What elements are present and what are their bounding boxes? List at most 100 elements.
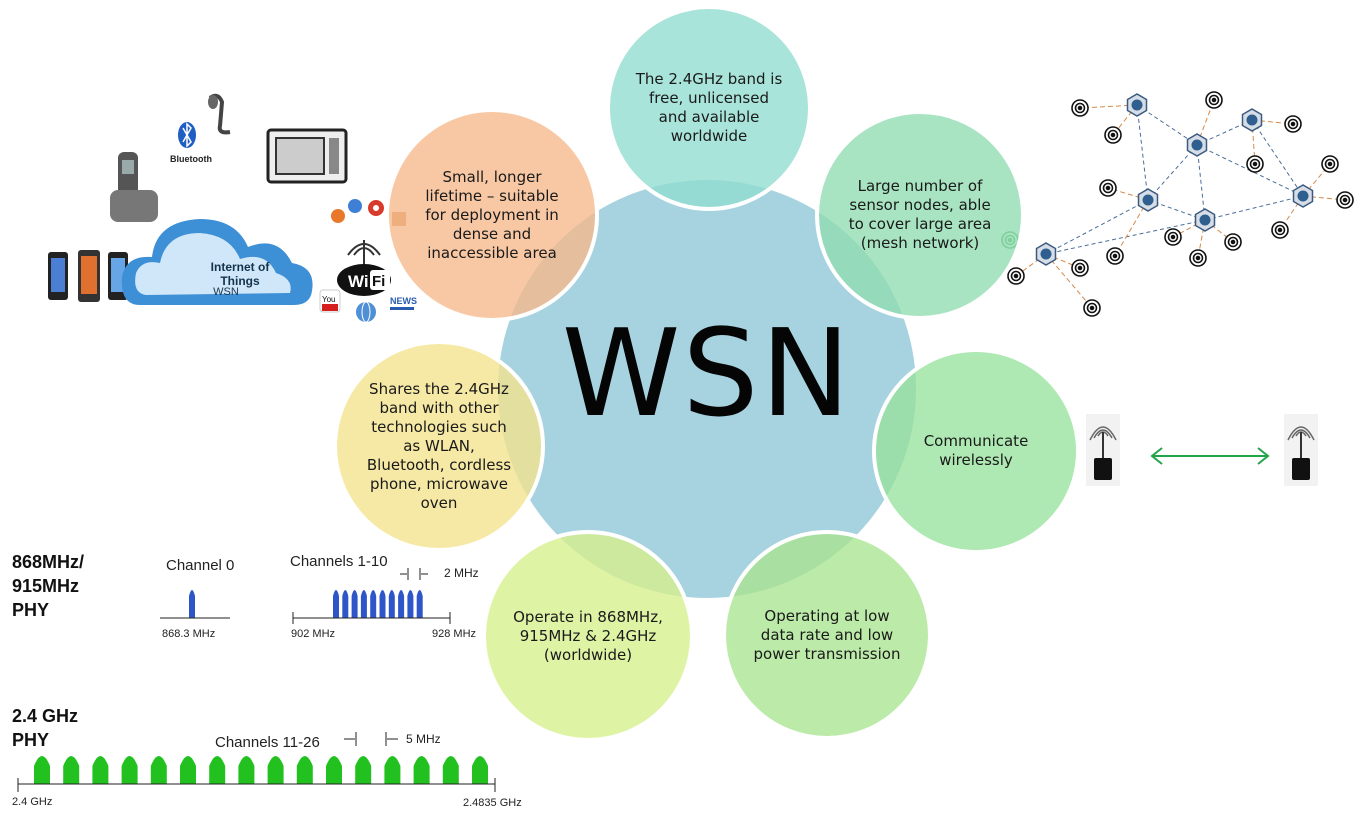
microwave-icon (266, 128, 348, 184)
wifi-label-b: Fi (372, 273, 385, 290)
channel-mark (342, 590, 349, 618)
phy-868-spectrum (160, 568, 451, 624)
bubble-small-lifetime: Small, longer lifetime – suitable for de… (385, 108, 599, 322)
mesh-sensor-node (1104, 126, 1122, 144)
phy-24-title-line2: PHY (12, 730, 50, 750)
sensor-node-left-icon (1086, 414, 1120, 486)
channel-mark (398, 590, 405, 618)
svg-text:You: You (322, 295, 336, 304)
bluetooth-icon (178, 122, 196, 148)
mesh-sensor-node (1106, 247, 1124, 265)
channel-mark (333, 590, 339, 618)
band-24-start-label: 2.4 GHz (12, 796, 53, 808)
phy-24-title-line1: 2.4 GHz (12, 706, 79, 726)
bubble-shared-band: Shares the 2.4GHz band with other techno… (333, 340, 545, 552)
channel-mark (472, 756, 488, 784)
band-928-label: 928 MHz (432, 628, 477, 640)
wifi-label-a: Wi (348, 272, 369, 291)
cordless-phone-icon (110, 152, 158, 222)
youtube-icon: You (319, 289, 341, 313)
iot-cloud-label: Internet of Things (210, 260, 270, 288)
channel-mark (379, 590, 386, 618)
bubble-operating-frequencies: Operate in 868MHz, 915MHz & 2.4GHz (worl… (482, 530, 694, 742)
mesh-hub-node (1292, 184, 1314, 208)
bubble-free-band: The 2.4GHz band is free, unlicensed and … (606, 5, 812, 211)
channel-mark (326, 756, 342, 784)
channel-mark (121, 756, 138, 784)
wireless-link-illustration (1080, 410, 1340, 490)
mesh-network-graphic (1001, 91, 1354, 317)
bubble-large-sensor-network: Large number of sensor nodes, able to co… (815, 110, 1025, 320)
channel-mark (384, 756, 401, 784)
channel-mark (413, 756, 430, 784)
sensor-node-right-icon (1284, 414, 1318, 486)
channel-mark (407, 590, 414, 618)
channel-mark (209, 756, 226, 784)
mesh-sensor-node (1246, 155, 1264, 173)
mesh-hub-nodes (1035, 93, 1314, 266)
channel-mark (238, 756, 255, 784)
mesh-hub-node (1241, 108, 1263, 132)
mesh-sensor-node (1164, 228, 1182, 246)
globe-icon (356, 301, 376, 323)
bubble-communicate-wirelessly: Communicate wirelessly (872, 348, 1080, 554)
phy-868-channel-marks (189, 590, 423, 618)
bubble-low-data-rate: Operating at low data rate and low power… (722, 530, 932, 740)
mesh-hub-node (1126, 93, 1148, 117)
channel-mark (442, 756, 459, 784)
band-24-end-label: 2.4835 GHz (463, 797, 522, 809)
mesh-hub-node (1035, 242, 1057, 266)
mesh-sensor-node (1205, 91, 1223, 109)
mesh-sensor-node (1071, 99, 1089, 117)
channel-mark (355, 756, 372, 784)
channel-mark (296, 756, 313, 784)
phy-868-axes (160, 568, 451, 624)
spacing-5mhz-label: 5 MHz (406, 732, 441, 746)
mesh-sensor-node (1083, 299, 1101, 317)
phy-24-spectrum (17, 732, 496, 792)
mesh-hub-node (1186, 133, 1208, 157)
channel-mark (63, 756, 80, 784)
news-icon: NEWS (390, 296, 417, 310)
mesh-sensor-node (1224, 233, 1242, 251)
phy-868-title-line3: PHY (12, 600, 50, 620)
channel-mark (351, 590, 358, 618)
channel-mark (267, 756, 284, 784)
mesh-sensor-node (1099, 179, 1117, 197)
phy-24-channel-marks (34, 756, 488, 784)
channel-mark (180, 756, 196, 784)
mesh-hub-node (1137, 188, 1159, 212)
iot-cloud-caption: WSN (213, 286, 239, 298)
headset-icon (208, 93, 231, 135)
mesh-sensor-node (1336, 191, 1354, 209)
channel-mark (189, 590, 195, 618)
phy-868-title-line2: 915MHz (12, 576, 80, 596)
channel-mark (370, 590, 377, 618)
channel-mark (388, 590, 395, 618)
mesh-sensor-node (1284, 115, 1302, 133)
wsn-center-title: WSN (561, 305, 853, 444)
iot-illustration: Bluetooth WSN (40, 90, 430, 350)
mesh-sensor-node (1071, 259, 1089, 277)
wifi-icon: Wi Fi (337, 240, 391, 296)
mesh-network-illustration (1000, 80, 1372, 330)
iot-cloud-graphic: Bluetooth WSN (48, 93, 417, 323)
bidirectional-arrow-icon (1150, 447, 1270, 465)
svg-text:NEWS: NEWS (390, 296, 417, 306)
phy-24-axes (17, 732, 496, 792)
channel-mark (416, 590, 423, 618)
band-902-label: 902 MHz (291, 628, 336, 640)
mesh-sensor-node (1189, 249, 1207, 267)
channels-1-10-label: Channels 1-10 (290, 553, 388, 570)
mesh-sensor-node (1007, 267, 1025, 285)
mesh-hub-node (1194, 208, 1216, 232)
channels-11-26-label: Channels 11-26 (215, 734, 320, 751)
channel-mark (34, 756, 50, 784)
channel-mark (360, 590, 367, 618)
mesh-sensor-node (1321, 155, 1339, 173)
channel-mark (150, 756, 167, 784)
spacing-2mhz-label: 2 MHz (444, 566, 479, 580)
channel0-freq-label: 868.3 MHz (162, 628, 216, 640)
mesh-sensor-node (1271, 221, 1289, 239)
channel0-label: Channel 0 (166, 557, 235, 574)
